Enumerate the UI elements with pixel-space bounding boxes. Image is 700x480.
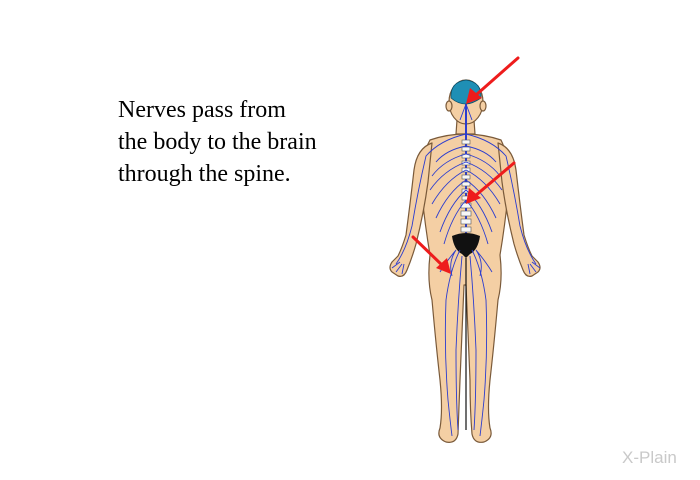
caption-line-2: the body to the brain: [118, 129, 317, 155]
caption-text: Nerves pass from the body to the brain t…: [118, 94, 317, 190]
brand-logo: X-Plain: [622, 448, 677, 467]
arrow-leg-nerve: [411, 235, 451, 274]
brain: [450, 79, 482, 105]
caption-line-3: through the spine.: [118, 161, 291, 187]
caption-line-1: Nerves pass from: [118, 97, 286, 123]
arrow-brain: [466, 56, 520, 104]
arrow-spine: [466, 161, 516, 204]
peripheral-nerves: [391, 103, 541, 437]
spinal-cord: [460, 104, 472, 238]
